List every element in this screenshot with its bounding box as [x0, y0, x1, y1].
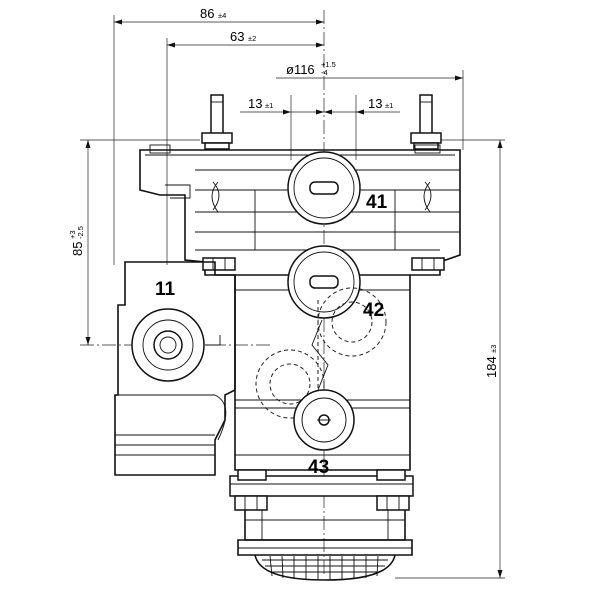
dimension-lines [85, 19, 503, 578]
svg-text:184: 184 [484, 356, 499, 378]
svg-text:+1.5: +1.5 [321, 60, 336, 69]
svg-text:86: 86 [200, 6, 214, 21]
svg-text:±4: ±4 [218, 11, 226, 20]
svg-text:±1: ±1 [385, 101, 393, 110]
dimension-height-184: 184 ±3 [484, 345, 499, 378]
port-41-fitting [287, 151, 361, 225]
dimension-spacing-13-left: 13 ±1 [248, 96, 273, 111]
lower-flange [229, 469, 414, 511]
upper-housing [139, 144, 461, 276]
port-42-fitting [287, 245, 361, 319]
svg-text:±3: ±3 [489, 345, 498, 353]
port-label-11: 11 [155, 279, 176, 300]
svg-text:63: 63 [230, 29, 244, 44]
exhaust-ribs [269, 555, 379, 580]
port-11-housing [114, 261, 236, 476]
port-label-42: 42 [363, 300, 384, 321]
svg-text:+3: +3 [68, 230, 77, 239]
extension-lines [113, 15, 505, 579]
port-label-41: 41 [366, 192, 388, 213]
dimension-width-86: 86 ±4 [200, 6, 226, 21]
dimension-width-63: 63 ±2 [230, 29, 256, 44]
dimension-spacing-13-right: 13 ±1 [368, 96, 393, 111]
dimension-height-85: 85 +3 -2.5 [68, 226, 85, 256]
svg-text:-2.5: -2.5 [76, 226, 85, 239]
svg-text:±2: ±2 [248, 34, 256, 43]
svg-text:-4: -4 [321, 68, 328, 77]
svg-text:ø116: ø116 [286, 62, 315, 77]
mounting-stud-right [410, 94, 442, 150]
svg-text:±1: ±1 [265, 101, 273, 110]
mounting-stud-left [201, 94, 233, 150]
exhaust-cap [237, 510, 413, 581]
port-43-fitting [293, 389, 355, 451]
dimension-diameter-116: ø116 +1.5 -4 [286, 60, 336, 77]
svg-text:13: 13 [248, 96, 262, 111]
svg-text:13: 13 [368, 96, 382, 111]
port-label-43: 43 [308, 457, 329, 478]
svg-text:85: 85 [70, 242, 85, 256]
